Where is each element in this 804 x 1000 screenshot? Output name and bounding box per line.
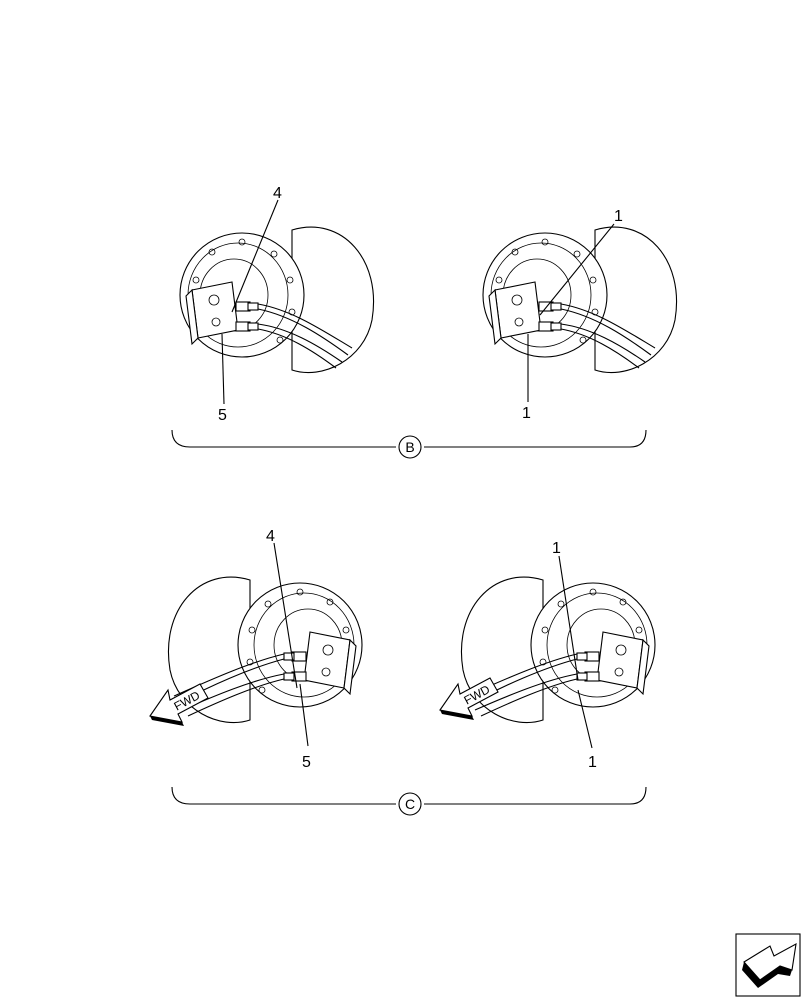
page-turn-arrow-icon[interactable]	[735, 933, 801, 997]
section-c-bracket	[171, 786, 647, 805]
leader-b-right-top	[539, 223, 615, 316]
travel-motor-c-right	[460, 576, 656, 724]
section-b: 4 5 1 1 B	[171, 185, 678, 459]
callout-c-left-top: 4	[266, 528, 275, 545]
leader-c-right-bottom	[577, 689, 593, 749]
leader-b-left-top	[231, 199, 279, 313]
section-b-marker	[398, 435, 422, 459]
section-b-bracket	[171, 429, 647, 448]
section-c-marker	[398, 792, 422, 816]
callout-b-right-bottom: 1	[522, 405, 531, 422]
callout-b-right-top: 1	[614, 208, 623, 225]
leader-c-left-top	[273, 542, 298, 689]
section-c: 4 5 1 1 FWD FWD C	[149, 528, 656, 816]
leader-c-right-top	[558, 555, 579, 681]
section-c-letter: C	[405, 796, 415, 812]
callout-c-right-bottom: 1	[588, 754, 597, 771]
travel-motor-b-left	[179, 226, 375, 374]
callout-c-right-top: 1	[552, 540, 561, 557]
section-b-letter: B	[405, 439, 414, 455]
travel-motor-b-right	[482, 226, 678, 374]
leader-c-left-bottom	[299, 683, 309, 747]
leader-b-left-bottom	[221, 333, 225, 405]
callout-b-left-top: 4	[273, 185, 282, 202]
callout-b-left-bottom: 5	[218, 407, 227, 424]
callout-c-left-bottom: 5	[302, 754, 311, 771]
